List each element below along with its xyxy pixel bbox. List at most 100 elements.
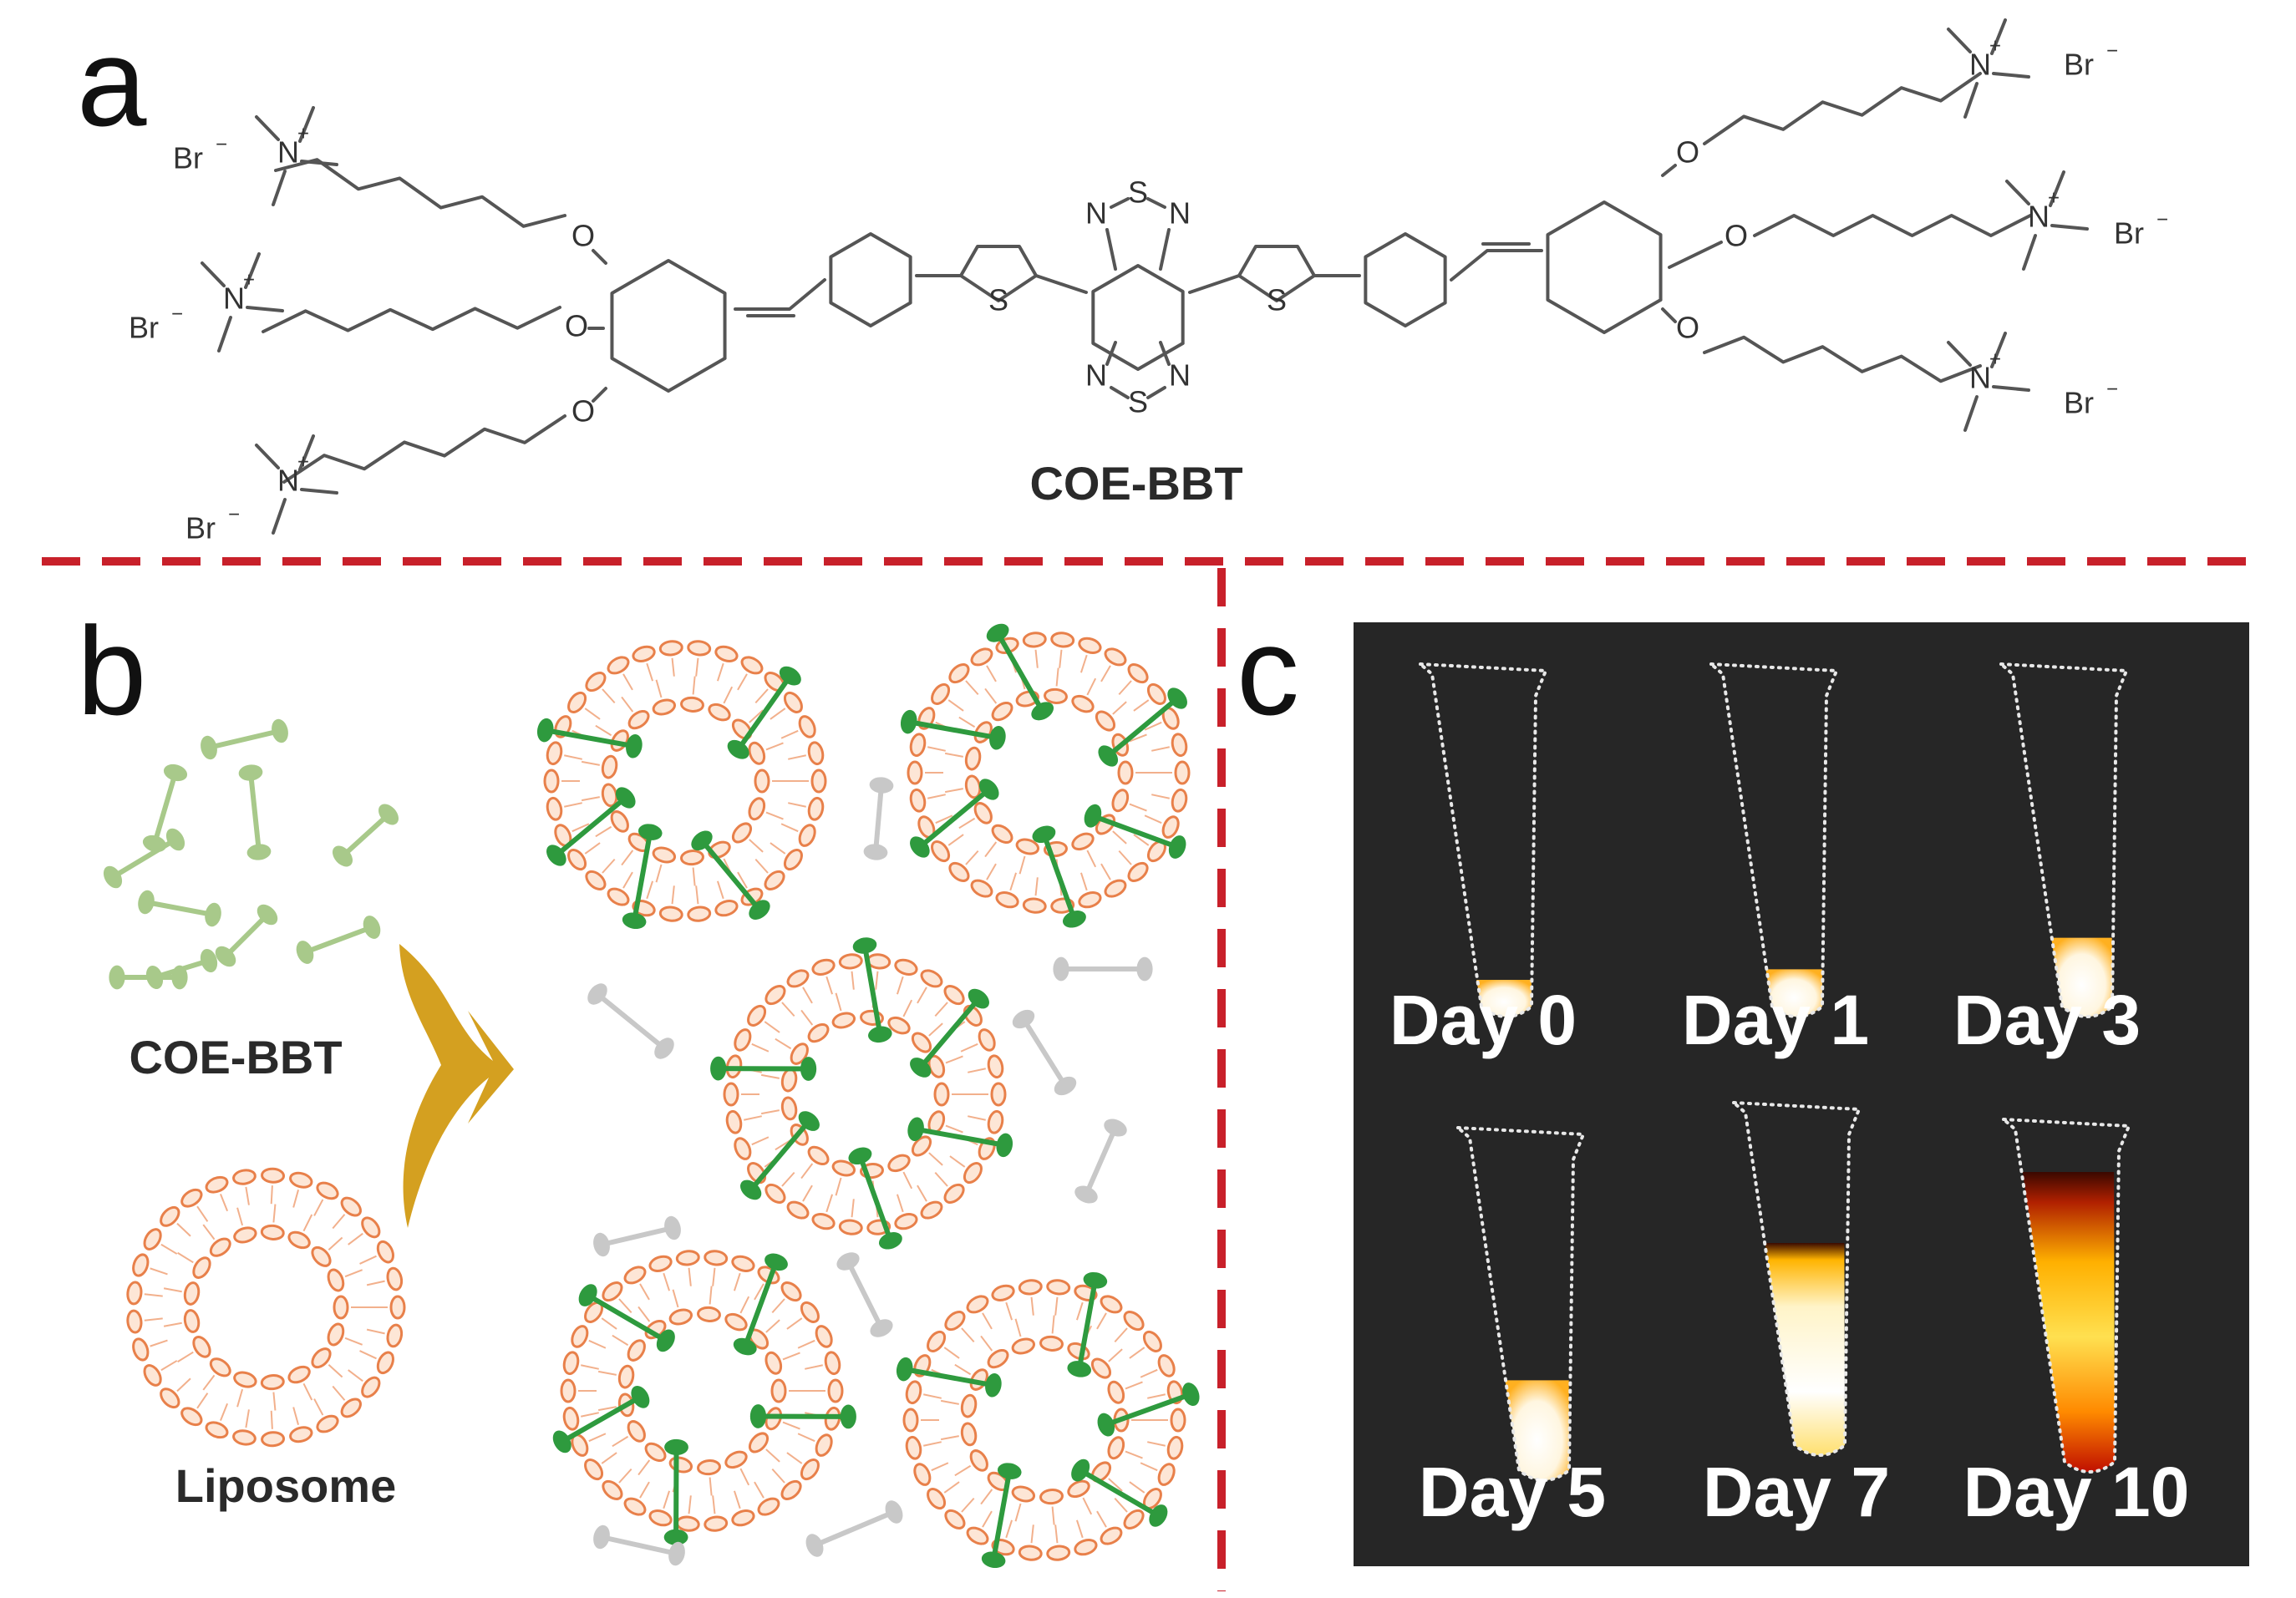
lipid-tail [896,1194,904,1213]
lipid-tail [943,1347,960,1359]
day-label: Day 5 [1419,1453,1606,1531]
lipid-tail [292,1407,300,1425]
lipid-tail [163,1287,182,1293]
bond [246,306,284,312]
lipid-tail [825,976,834,995]
lipid-head [337,1193,365,1220]
lipid-tail [723,686,734,704]
lipid-tail [1034,877,1039,896]
chain-end [296,941,314,964]
atom-label: N [2028,200,2050,234]
lipid-tail [359,1255,377,1265]
unbound-polymer [587,983,674,1059]
chain-backbone [223,912,270,959]
lipid-tail [716,880,724,900]
chain-end [779,666,801,686]
free-polymer [332,804,399,867]
atom-label: + [1989,348,2001,370]
lipid-head [130,1251,152,1279]
lipid-tail [1005,1301,1013,1321]
lipid-head [985,1108,1006,1136]
lipid-head [724,1108,744,1136]
day-label: Day 1 [1682,981,1869,1059]
chain-end [727,739,749,759]
lipid-tail [765,1448,780,1463]
chain-backbone [542,728,637,749]
lipid-head [1069,829,1097,854]
lipid-tail [896,976,904,995]
lipid-head [729,1252,757,1275]
lipid-head [730,1026,754,1054]
lipid-head [779,1095,800,1122]
fluorescent-sample [1505,1380,1569,1480]
chain-end [1053,956,1069,982]
lipid-tail [344,1269,363,1278]
lipid-tail [601,1317,617,1330]
lipid-tail [965,850,979,865]
chain-end [998,1463,1022,1479]
bond [1990,18,2007,55]
lipid-head [1101,875,1130,901]
lipid-head [1018,1278,1044,1296]
lipid-tail [163,1322,182,1327]
bond [1703,335,1982,383]
chain-backbone [1084,1125,1118,1197]
lipid-tail [564,754,582,760]
lipid-head [922,1327,950,1356]
bond [592,387,607,403]
lipid-tail [982,1312,993,1330]
lipid-head [686,905,712,923]
panel-label-c: c [1237,601,1299,741]
lipid-head [624,706,653,733]
chain-end [257,904,278,926]
lipid-tail [1009,872,1018,891]
lipid-tail [245,1186,250,1205]
lipid-tail [917,987,927,1004]
bond [734,278,826,311]
unbound-polymer-chains [587,777,1153,1566]
lipid-tail [760,1109,780,1115]
lipid-head [333,1295,349,1320]
chain-end [749,900,770,920]
inserted-polymer [749,1404,856,1429]
lipid-head [713,897,740,920]
bond [298,434,315,471]
lipid-tail [1014,1318,1022,1337]
chain-end [836,1252,860,1271]
chain-backbone [632,829,653,924]
chain-backbone [846,1259,884,1331]
chain-end [378,804,399,825]
lipid-tail [332,1385,346,1401]
lipid-head [804,1019,833,1047]
chain-end [869,777,894,794]
atom-label: N [1969,48,1991,82]
lipid-head [784,1197,812,1223]
free-polymer [238,764,272,860]
lipid-head [287,1423,315,1445]
lipid-tail [802,987,813,1004]
bond [1159,228,1171,271]
chain-end [1097,1413,1115,1437]
unbound-polymer [836,1252,893,1337]
lipid-tail [982,1510,993,1528]
atom-label: + [297,450,309,473]
lipid-tail [1051,1315,1055,1334]
lipid-head [812,1431,836,1459]
tube: Day 3 [1953,662,2141,1059]
chain-end [1168,835,1186,859]
lipid-tail [980,1335,993,1352]
lipid-head [384,1322,405,1349]
inserted-polymer [986,623,1054,721]
chain-end [1167,687,1187,709]
chain-end [840,1404,856,1429]
inserted-polymer [896,1357,1002,1398]
lipid-tail [931,1462,949,1472]
lipid-head [630,642,658,665]
bond [2050,224,2089,231]
inserted-polymer [552,1385,650,1453]
lipid-tail [786,1317,803,1330]
lipid-head [260,1223,286,1242]
lipid-tail [1100,863,1111,880]
unbound-polymer [805,1500,903,1557]
lipid-tail [150,1267,168,1276]
